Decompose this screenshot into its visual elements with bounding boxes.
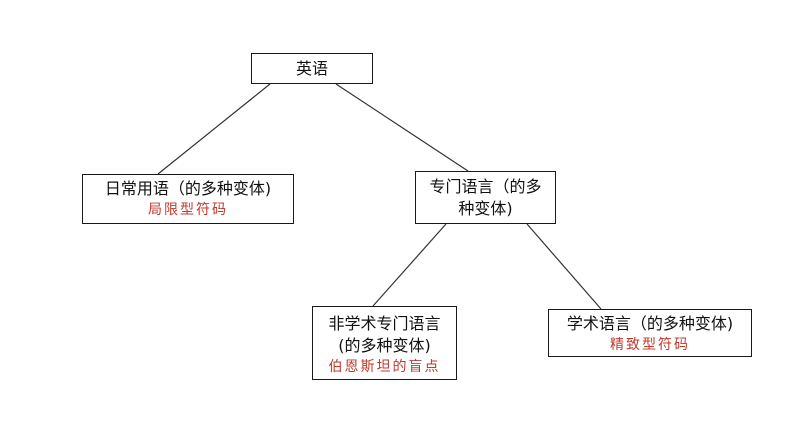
node-daily-language: 日常用语（的多种变体) 局限型符码: [82, 174, 294, 224]
node-academic-label: 学术语言（的多种变体): [566, 314, 734, 333]
node-english: 英语: [251, 53, 373, 84]
node-daily-note: 局限型符码: [148, 202, 228, 218]
edge-special-nonacademic: [372, 223, 447, 307]
node-nonacademic-note: 伯恩斯坦的盲点: [328, 359, 441, 375]
edge-special-academic: [526, 223, 602, 310]
node-nonacademic-label-line1: 非学术专门语言: [328, 314, 441, 333]
node-english-label: 英语: [295, 59, 328, 78]
node-daily-label: 日常用语（的多种变体): [104, 179, 272, 198]
node-academic-note: 精致型符码: [610, 337, 690, 353]
edge-root-daily: [157, 83, 271, 175]
edge-root-special: [335, 83, 469, 172]
node-nonacademic-language: 非学术专门语言 (的多种变体) 伯恩斯坦的盲点: [312, 306, 457, 380]
node-specialized-language: 专门语言（的多 种变体): [415, 171, 556, 224]
node-academic-language: 学术语言（的多种变体) 精致型符码: [548, 309, 752, 357]
node-specialized-label-line2: 种变体): [458, 199, 513, 218]
node-nonacademic-label-line2: (的多种变体): [338, 336, 431, 355]
node-specialized-label-line1: 专门语言（的多: [429, 177, 542, 196]
